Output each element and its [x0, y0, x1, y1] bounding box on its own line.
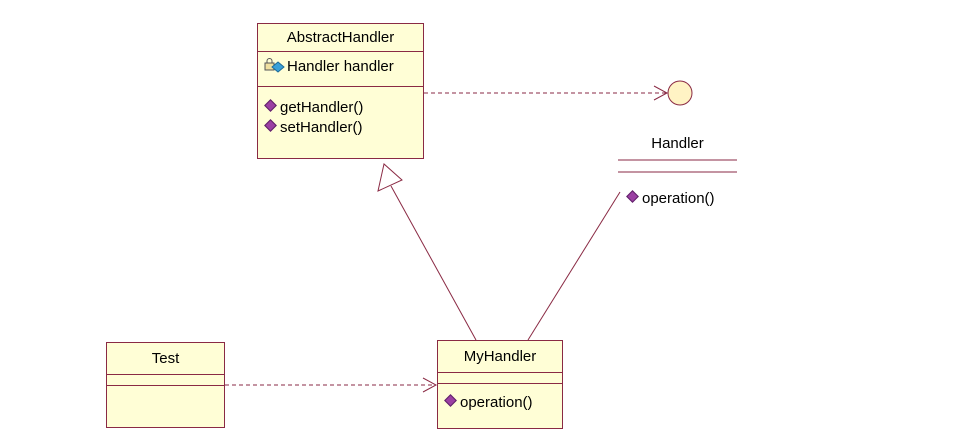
- operation-section: operation(): [438, 384, 562, 414]
- interface-handler-name[interactable]: Handler: [651, 135, 704, 152]
- class-name: AbstractHandler: [258, 24, 423, 52]
- operation-row: getHandler(): [264, 97, 423, 117]
- interface-lollipop-icon: [667, 80, 693, 106]
- class-abstracthandler[interactable]: AbstractHandler Handler handler getHandl…: [257, 23, 424, 159]
- operation-section: getHandler() setHandler(): [258, 87, 423, 139]
- operation-row: operation(): [444, 392, 562, 412]
- operation-text: operation(): [642, 189, 715, 207]
- class-name: MyHandler: [438, 341, 562, 373]
- operation-section: [107, 386, 224, 416]
- method-diamond-icon: [626, 189, 639, 203]
- generalization-line: [390, 185, 477, 341]
- operation-text: operation(): [460, 393, 533, 411]
- operation-row: setHandler(): [264, 117, 423, 137]
- operation-text: setHandler(): [280, 118, 363, 136]
- class-myhandler[interactable]: MyHandler operation(): [437, 340, 563, 429]
- attribute-section: Handler handler: [258, 52, 423, 87]
- attribute-section: [438, 373, 562, 384]
- attribute-text: Handler handler: [287, 57, 394, 75]
- method-diamond-icon: [264, 118, 277, 132]
- interface-handler-operations: operation(): [626, 188, 715, 208]
- class-name: Test: [107, 343, 224, 375]
- generalization-triangle: [377, 163, 403, 192]
- attribute-section: [107, 375, 224, 386]
- attribute-row: Handler handler: [264, 56, 423, 76]
- operation-row: operation(): [626, 188, 715, 208]
- method-diamond-icon: [444, 393, 457, 407]
- dependency-arrowhead: [653, 85, 669, 101]
- class-test[interactable]: Test: [106, 342, 225, 428]
- dependency-arrowhead-test: [422, 377, 438, 393]
- method-diamond-icon: [264, 98, 277, 112]
- operation-text: getHandler(): [280, 98, 364, 116]
- locked-field-icon: [264, 58, 285, 73]
- realization-line: [527, 191, 621, 341]
